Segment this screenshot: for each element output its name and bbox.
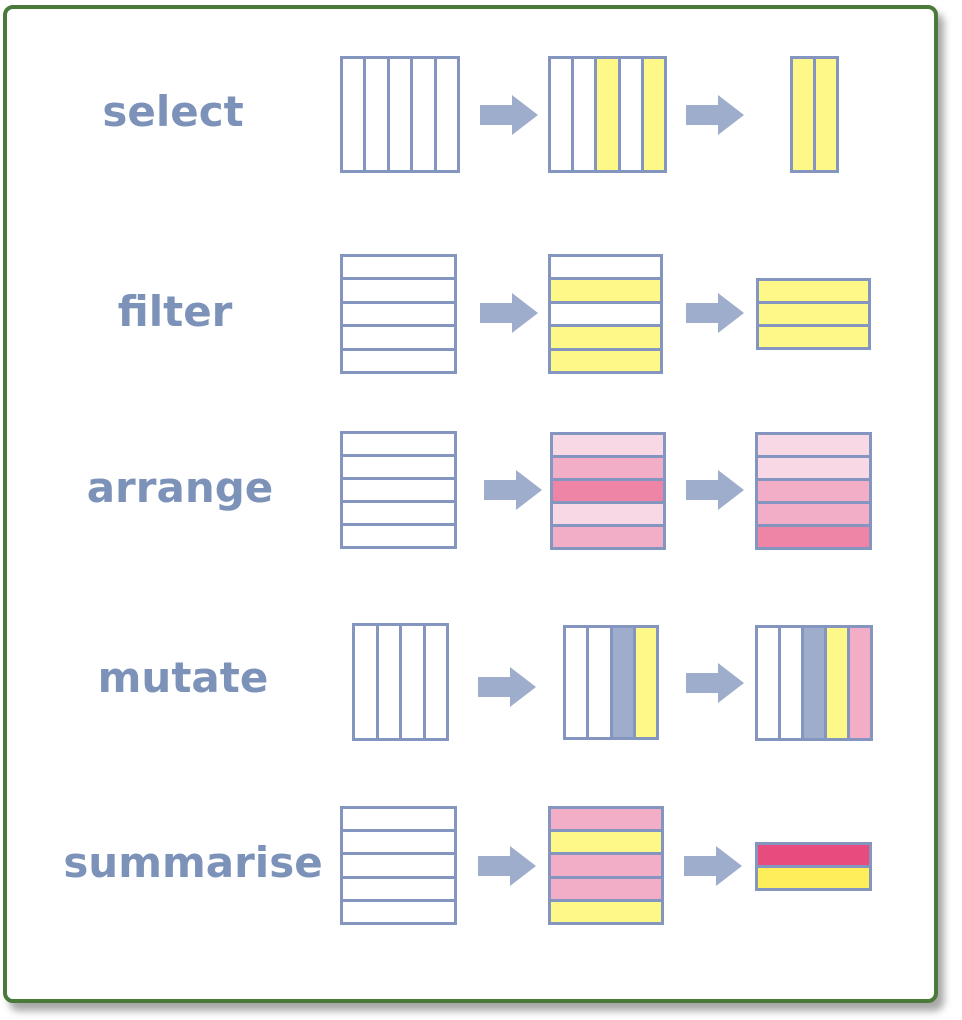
table-row: [758, 501, 869, 524]
summarise-input-table: [340, 806, 457, 925]
table-column: [758, 628, 778, 738]
table-column: [847, 628, 870, 738]
table-column: [399, 626, 423, 738]
filter-intermediate-table: [548, 254, 663, 374]
table-row: [553, 524, 663, 547]
table-column: [551, 59, 572, 170]
table-row: [551, 809, 661, 830]
table-column: [433, 59, 458, 170]
table-row: [551, 852, 661, 876]
table-row: [553, 435, 663, 455]
arrange-label: arrange: [86, 463, 274, 512]
table-row: [759, 324, 868, 347]
summarise-intermediate-table: [548, 806, 664, 925]
table-row: [758, 478, 869, 501]
table-row: [343, 898, 454, 923]
table-row: [343, 477, 454, 500]
table-column: [813, 59, 836, 170]
table-row: [343, 809, 454, 830]
table-row: [759, 281, 868, 301]
filter-label: filter: [117, 287, 233, 336]
select-label: select: [102, 87, 244, 136]
table-column: [801, 628, 824, 738]
table-column: [343, 59, 364, 170]
table-row: [343, 454, 454, 477]
right-arrow-icon: [478, 846, 536, 886]
arrange-intermediate-table: [550, 432, 666, 550]
table-column: [793, 59, 813, 170]
right-arrow-icon: [686, 470, 744, 510]
table-row: [343, 257, 454, 278]
table-row: [551, 300, 660, 325]
summarise-label: summarise: [63, 838, 323, 887]
table-row: [758, 845, 869, 865]
table-column: [566, 628, 587, 737]
table-row: [551, 875, 661, 899]
right-arrow-icon: [686, 293, 744, 333]
table-row: [551, 324, 660, 348]
table-row: [551, 257, 660, 278]
table-row: [343, 523, 454, 546]
table-column: [824, 628, 847, 738]
table-row: [758, 455, 869, 478]
table-row: [758, 524, 869, 547]
table-column: [632, 628, 656, 737]
table-row: [343, 277, 454, 301]
table-column: [586, 628, 610, 737]
table-row: [551, 347, 660, 372]
right-arrow-icon: [480, 293, 538, 333]
select-input-table: [340, 56, 460, 173]
right-arrow-icon: [484, 470, 542, 510]
table-column: [571, 59, 595, 170]
table-row: [343, 347, 454, 372]
table-row: [553, 478, 663, 501]
table-column: [375, 626, 399, 738]
table-row: [343, 434, 454, 454]
arrange-input-table: [340, 431, 457, 549]
table-row: [343, 300, 454, 325]
arrange-result-table: [755, 432, 872, 550]
table-row: [758, 435, 869, 455]
table-column: [355, 626, 376, 738]
summarise-result-table: [755, 842, 872, 891]
mutate-input-table: [352, 623, 449, 741]
mutate-result-table: [755, 625, 873, 741]
table-column: [422, 626, 446, 738]
table-row: [343, 875, 454, 899]
table-row: [343, 500, 454, 523]
select-result-table: [790, 56, 839, 173]
mutate-intermediate-table: [563, 625, 659, 740]
table-row: [551, 277, 660, 301]
table-row: [553, 455, 663, 478]
table-column: [363, 59, 387, 170]
table-column: [386, 59, 411, 170]
right-arrow-icon: [684, 846, 742, 886]
table-column: [617, 59, 641, 170]
table-column: [410, 59, 434, 170]
table-row: [758, 865, 869, 888]
right-arrow-icon: [478, 667, 536, 707]
table-row: [553, 501, 663, 524]
table-row: [759, 301, 868, 324]
table-row: [343, 829, 454, 853]
right-arrow-icon: [686, 95, 744, 135]
right-arrow-icon: [686, 663, 744, 703]
table-column: [594, 59, 618, 170]
table-column: [609, 628, 633, 737]
mutate-label: mutate: [97, 653, 269, 702]
table-column: [778, 628, 801, 738]
table-row: [343, 852, 454, 876]
table-row: [551, 829, 661, 853]
right-arrow-icon: [480, 95, 538, 135]
select-intermediate-table: [548, 56, 667, 173]
table-row: [551, 898, 661, 923]
table-column: [640, 59, 665, 170]
filter-input-table: [340, 254, 457, 374]
filter-result-table: [756, 278, 871, 350]
table-row: [343, 324, 454, 348]
